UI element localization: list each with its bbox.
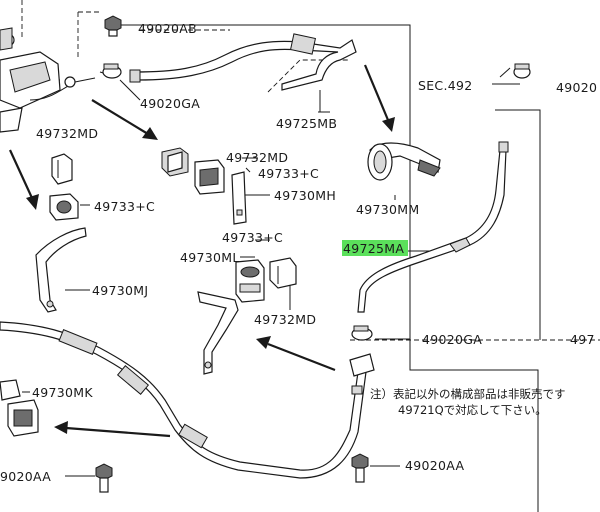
mount-49733c-mid xyxy=(194,159,225,195)
footnote-line-2: 49721Qで対応して下さい。 xyxy=(398,403,547,417)
label-49020aa-left[interactable]: 9020AA xyxy=(0,469,51,484)
label-49020ga-top[interactable]: 49020GA xyxy=(140,96,200,111)
direction-arrows xyxy=(9,64,395,438)
bracket-49730mm xyxy=(367,142,441,181)
clamp-49020ga-lower xyxy=(351,325,373,341)
label-49020aa-right[interactable]: 49020AA xyxy=(405,458,464,473)
footnote-line-1: 注）表記以外の構成部品は非販売です xyxy=(370,387,566,401)
bolt-49020aa-left xyxy=(95,463,113,493)
label-49733c-left[interactable]: 49733+C xyxy=(94,199,155,214)
footnote: 注）表記以外の構成部品は非販売です 49721Qで対応して下さい。 xyxy=(370,387,566,417)
label-49732md-left[interactable]: 49732MD xyxy=(36,126,98,141)
label-49020ga-lower[interactable]: 49020GA xyxy=(422,332,482,347)
label-49732md-mid[interactable]: 49732MD xyxy=(226,150,288,165)
label-49730mk[interactable]: 49730MK xyxy=(32,385,93,400)
part-labels: 49020AB 49020GA SEC.492 49020 49725MB 49… xyxy=(0,21,597,484)
bolt-49020aa-right xyxy=(351,453,369,483)
bolt-49020ab xyxy=(104,15,122,37)
label-49730ml[interactable]: 49730ML xyxy=(180,250,240,265)
bracket-49730mk xyxy=(0,379,39,437)
label-49725ma[interactable]: 49725MA xyxy=(343,241,404,256)
label-49732md-lower[interactable]: 49732MD xyxy=(254,312,316,327)
label-497-right[interactable]: 497 xyxy=(570,332,595,347)
label-49730mh[interactable]: 49730MH xyxy=(274,188,336,203)
clip-49732md-lower xyxy=(269,257,297,289)
label-sec492[interactable]: SEC.492 xyxy=(418,78,473,93)
clip-49732md-left xyxy=(51,153,73,185)
upper-hose-assembly xyxy=(129,33,357,91)
bracket-49730mj xyxy=(35,227,87,313)
hose-49725ma xyxy=(357,141,509,313)
dashed-frame-lines xyxy=(21,0,600,341)
label-49725mb[interactable]: 49725MB xyxy=(276,116,337,131)
left-top-bracket xyxy=(0,27,96,133)
clip-49732md-mid xyxy=(161,147,189,177)
label-49730mj[interactable]: 49730MJ xyxy=(92,283,148,298)
lower-pipe-assembly xyxy=(0,321,375,479)
mount-49733c-center xyxy=(235,259,265,303)
highlight-49725ma xyxy=(342,240,408,256)
label-49020ab[interactable]: 49020AB xyxy=(138,21,197,36)
mount-49733c-left xyxy=(49,193,79,221)
label-49020-right[interactable]: 49020 xyxy=(556,80,597,95)
leader-lines xyxy=(0,24,541,512)
bracket-49730ml xyxy=(197,291,239,375)
bracket-49730mh xyxy=(231,171,247,225)
clamp-49020ga-top xyxy=(102,63,122,79)
label-49733c-mid[interactable]: 49733+C xyxy=(258,166,319,181)
label-49730mm[interactable]: 49730MM xyxy=(356,202,419,217)
clamp-sec492 xyxy=(513,63,531,79)
label-49733c-center[interactable]: 49733+C xyxy=(222,230,283,245)
